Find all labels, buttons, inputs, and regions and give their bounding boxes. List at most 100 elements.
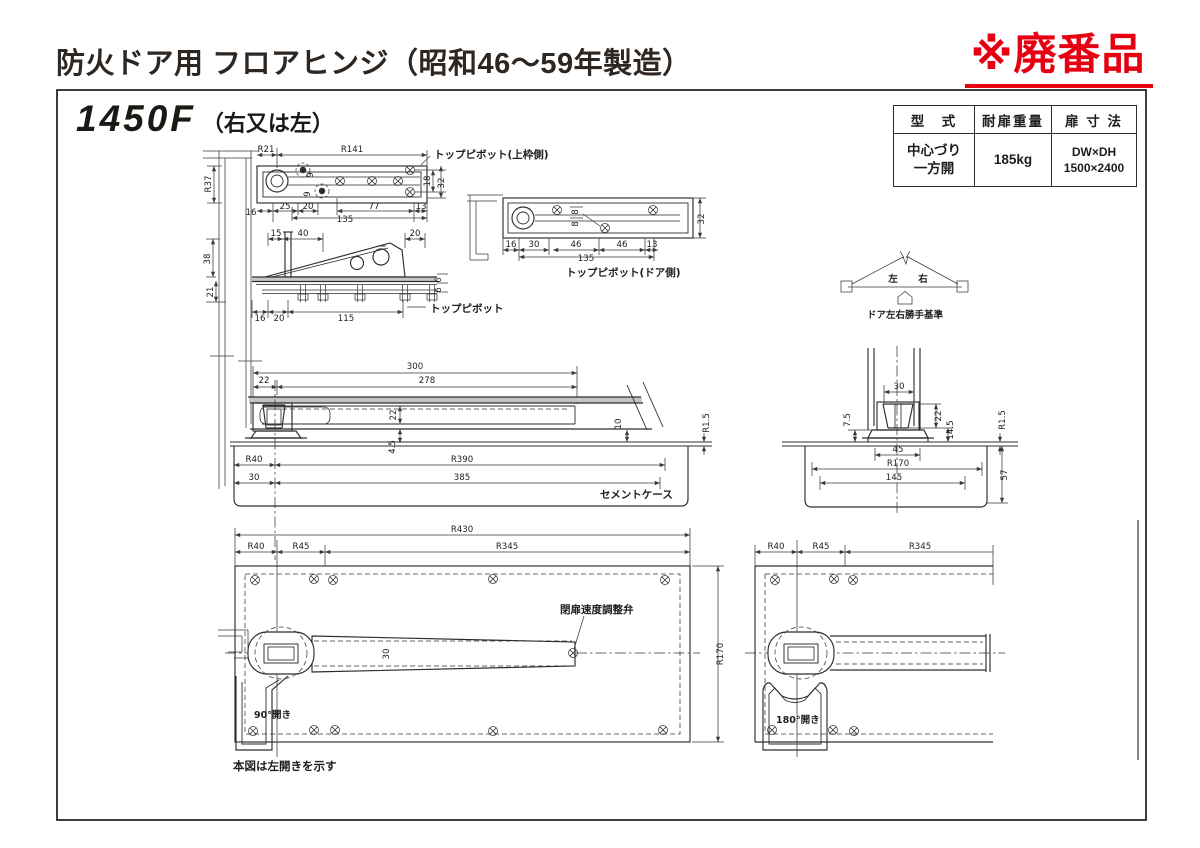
floor-lines [230, 441, 712, 447]
dim-text: R40 [248, 542, 265, 552]
dim-text: 30 [529, 240, 540, 250]
dim-text: R45 [813, 542, 830, 552]
label-cement-case: セメントケース [600, 489, 673, 501]
label-top-pivot-frame: トップピボット(上枠側) [434, 148, 549, 161]
model-number: 1450F [76, 98, 196, 139]
handing-lines [840, 250, 969, 305]
dim-text: 30 [894, 382, 905, 392]
side-view-dimlines [206, 233, 448, 318]
spec-header-row: 型 式 耐扉重量 扉 寸 法 [893, 105, 1137, 134]
cross-section-dimlines [811, 385, 1008, 504]
dim-text: 46 [617, 240, 628, 250]
label-open-180: 180°開き [776, 714, 820, 726]
floor-lines-right [782, 441, 1018, 447]
view-cross-section: 30 22 14.5 7.5 R1.5 45 R170 145 57 [782, 346, 1018, 516]
plate-fill [252, 277, 437, 282]
dim-text: 385 [454, 473, 470, 483]
dim-text: 15 [271, 229, 282, 239]
dim-text: 25 [280, 202, 291, 212]
spec-type-line1: 中心づり [907, 142, 961, 158]
cement-case-section [233, 446, 689, 507]
view-plan-180: R40 R45 R345 180°開き [745, 520, 1139, 760]
dim-text: 18 [423, 176, 433, 187]
dim-text: 38 [203, 254, 213, 265]
dim-text: 8 [571, 209, 581, 214]
spec-table: 型 式 耐扉重量 扉 寸 法 中心づり 一方開 185kg DW×DH 1500… [893, 105, 1137, 187]
dim-text: 40 [298, 229, 309, 239]
dim-text: R170 [887, 459, 909, 469]
dim-text: R390 [451, 455, 473, 465]
note-left-opening: 本図は左開きを示す [233, 759, 337, 773]
cement-case-cross [804, 446, 988, 508]
main-section-dimlines-bottom [234, 406, 707, 489]
wall-bracket-plan [218, 629, 249, 659]
label-valve: 閉扉速度調整弁 [560, 603, 634, 616]
dim-text: 13 [647, 240, 658, 250]
door-side-plate [502, 197, 694, 239]
spec-header-model: 型 式 [893, 105, 975, 134]
door-side-dimlines [502, 197, 706, 261]
dim-text: R345 [909, 542, 931, 552]
dim-text: 32 [697, 214, 707, 225]
dim-text: R170 [716, 643, 726, 665]
dim-text: 4.5 [388, 440, 398, 454]
door-bottom-rail [248, 381, 664, 431]
spec-size-line1: DW×DH [1071, 144, 1117, 159]
dim-text: R430 [451, 525, 473, 535]
dim-text: 16 [246, 208, 257, 218]
plan180-hidden-case [764, 573, 993, 735]
dim-text: 9 [303, 191, 313, 196]
dim-text: 77 [369, 202, 380, 212]
dim-text: 30 [249, 473, 260, 483]
discontinued-badge: ※廃番品 [970, 31, 1146, 79]
dim-text: R21 [258, 145, 275, 155]
dim-text: 14.5 [946, 420, 956, 439]
dim-text: 145 [886, 473, 902, 483]
dim-text: 16 [255, 314, 266, 324]
spec-weight-cell: 185kg [974, 133, 1052, 187]
spec-size-line2: 1500×2400 [1063, 161, 1125, 175]
dim-text: 278 [419, 376, 435, 386]
dim-text: 6 [434, 277, 444, 282]
dim-text: 46 [571, 240, 582, 250]
dim-text: 21 [206, 287, 216, 298]
dim-text: 22 [259, 376, 270, 386]
hinge-cup-section [245, 402, 307, 439]
dim-text: R45 [293, 542, 310, 552]
top-pivot-frame-plate [256, 165, 428, 204]
dim-text: 20 [303, 202, 314, 212]
spec-type-cell: 中心づり 一方開 [893, 133, 975, 187]
spec-header-weight: 耐扉重量 [974, 105, 1052, 134]
cup-cross-section [862, 401, 934, 442]
dim-text: 20 [274, 314, 285, 324]
dim-text: 45 [893, 445, 904, 455]
dim-text: R1.5 [998, 410, 1008, 430]
door-side-screws [552, 205, 658, 233]
view-main-section: 300 278 22 22 4.5 10 R1.5 R40 R390 30 38… [230, 362, 712, 560]
dim-text: 57 [1000, 470, 1010, 481]
plan90-arm [247, 631, 576, 675]
view-top-pivot-frame: R21 R141 R37 9 9 16 25 20 135 77 13 18 3… [204, 145, 549, 225]
dim-text: 135 [578, 254, 594, 264]
plan180-body-hidden [774, 626, 828, 680]
label-top-pivot: トップピボット [430, 302, 504, 315]
dim-text: R345 [496, 542, 518, 552]
dim-text: 22 [389, 410, 399, 421]
dim-text: R1.5 [702, 413, 712, 433]
dim-text: R141 [341, 145, 363, 155]
view-handing-diagram: 左 右 ドア左右勝手基準 [840, 250, 969, 321]
dim-text: 20 [410, 229, 421, 239]
dim-text: 13 [416, 202, 427, 212]
label-handing: ドア左右勝手基準 [867, 309, 944, 321]
dim-text: 30 [382, 649, 392, 660]
spec-size-cell: DW×DH 1500×2400 [1051, 133, 1137, 187]
dim-text: 22 [934, 411, 944, 422]
spec-header-size: 扉 寸 法 [1051, 105, 1137, 134]
label-right: 右 [917, 273, 928, 285]
view-plan-90: R430 R40 R45 R345 30 R170 閉扉速度調整弁 90°開き … [218, 525, 726, 773]
dim-text: 6 [434, 287, 444, 292]
badge-underline [965, 84, 1153, 88]
plan90-plate [234, 565, 691, 743]
